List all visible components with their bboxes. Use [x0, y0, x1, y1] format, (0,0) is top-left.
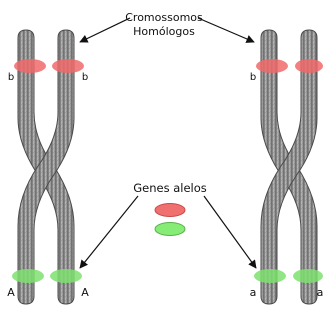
left-pair-band-b-1 — [14, 59, 46, 73]
homologous-label-line1: Cromossomos — [125, 11, 203, 24]
left-pair-band-A-2 — [50, 269, 82, 283]
right-pair-band-b-2 — [295, 59, 323, 73]
legend-red-allele-swatch — [155, 204, 185, 217]
arrow-to-right-pair — [198, 18, 254, 42]
right-pair-band-a-1 — [254, 269, 286, 283]
arrow-to-left-pair — [80, 18, 130, 42]
right-pair-label-bottom-right: a — [317, 286, 323, 299]
left-pair-band-A-1 — [12, 269, 44, 283]
left-pair-band-b-2 — [52, 59, 84, 73]
left-chromosome-pair — [12, 30, 84, 304]
right-pair-band-b-1 — [256, 59, 288, 73]
right-chromosome-pair — [254, 30, 323, 304]
right-pair-label-bottom-left: a — [250, 286, 257, 299]
arrow-alleles-to-right — [204, 196, 256, 268]
alleles-label: Genes alelos — [133, 181, 207, 195]
left-pair-label-bottom-right: A — [81, 286, 89, 299]
homologous-label-line2: Homólogos — [133, 25, 195, 38]
left-pair-label-bottom-left: A — [7, 286, 15, 299]
arrow-alleles-to-left — [80, 196, 138, 268]
legend-green-allele-swatch — [155, 223, 185, 236]
right-pair-band-a-2 — [293, 269, 323, 283]
right-pair-label-top-left: b — [250, 72, 256, 83]
left-pair-label-top-right: b — [82, 72, 88, 83]
left-pair-label-top-left: b — [8, 72, 14, 83]
